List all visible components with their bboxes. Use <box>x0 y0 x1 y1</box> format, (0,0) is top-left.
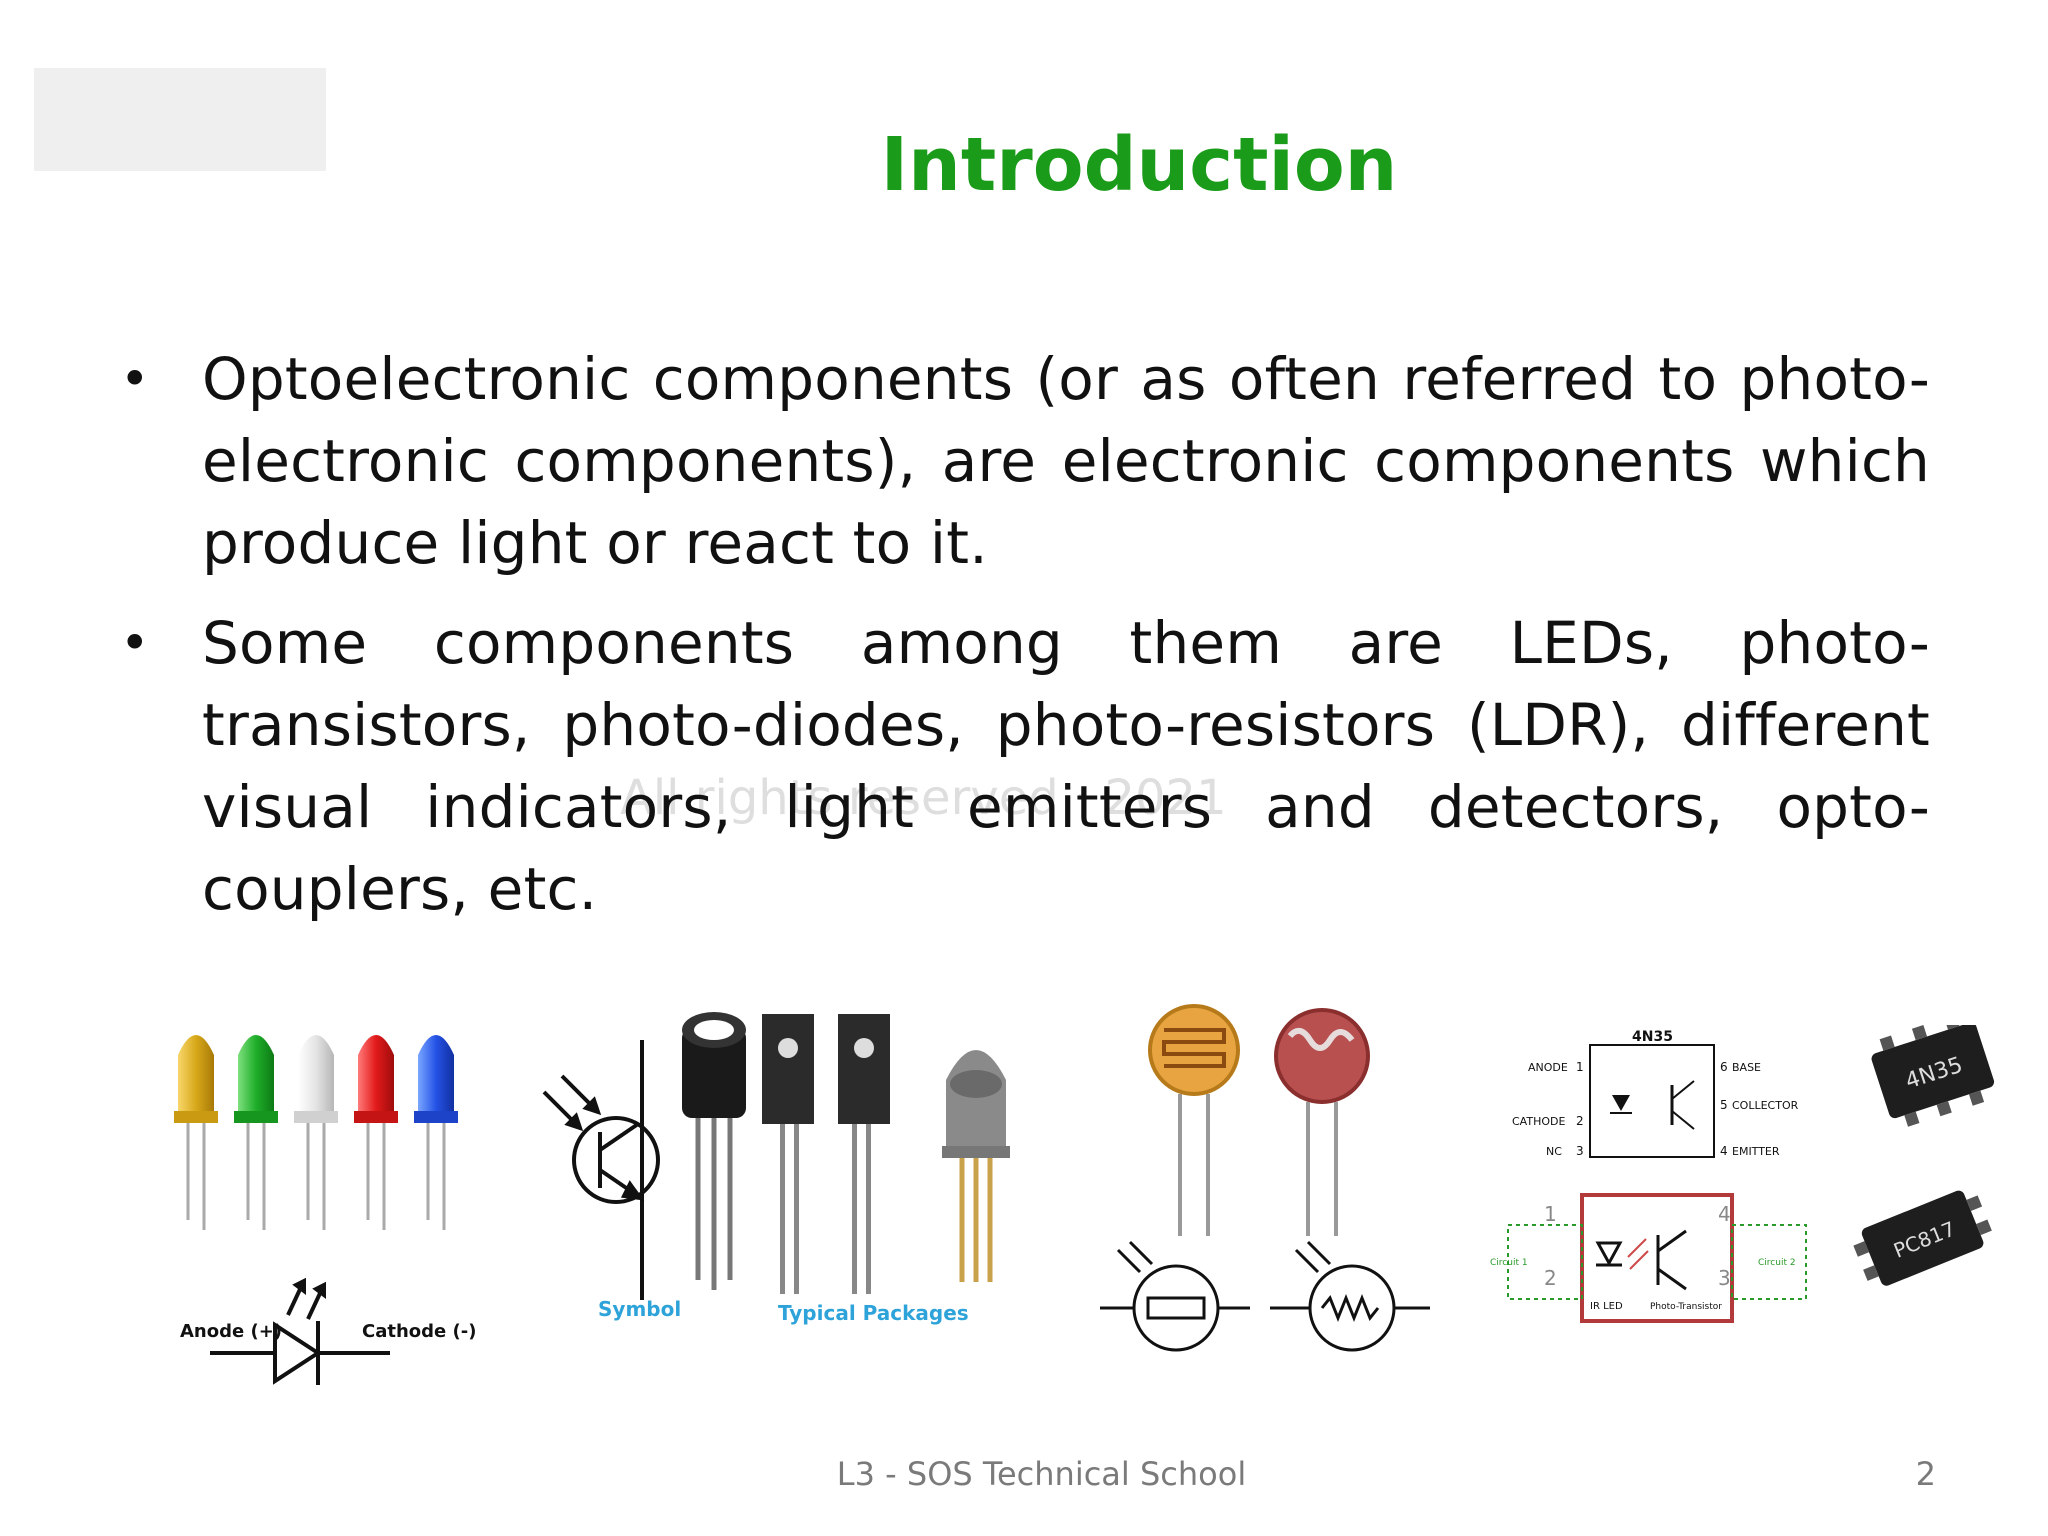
led-blue-icon <box>414 1035 458 1230</box>
led-anode-label: Anode (+) <box>180 1321 282 1342</box>
bullet-text: Optoelectronic components (or as often r… <box>202 345 1930 577</box>
pin-3-label: 3 <box>1576 1144 1584 1158</box>
phototransistor-symbol-icon <box>542 1040 660 1300</box>
pin-2-label: 2 <box>1576 1114 1584 1128</box>
slide-title: Introduction <box>880 122 1398 208</box>
metal-can-package-icon <box>942 1050 1010 1282</box>
circuit-pin-2: 2 <box>1544 1266 1557 1290</box>
led-green-icon <box>234 1035 278 1230</box>
footer-school: L3 - SOS Technical School <box>836 1455 1247 1493</box>
photo-transistor-label: Photo-Transistor <box>1650 1302 1722 1312</box>
led-red-icon <box>354 1035 398 1230</box>
pin-collector-label: COLLECTOR <box>1732 1099 1799 1112</box>
typical-packages-label: Typical Packages <box>778 1301 969 1325</box>
ldr-orange-icon <box>1148 1004 1240 1236</box>
bullet-list: • Optoelectronic components (or as often… <box>120 338 1930 948</box>
watermark: All rights reserved · 2021 <box>620 770 1227 826</box>
led-yellow-icon <box>174 1035 218 1230</box>
bullet-item: • Some components among them are LEDs, p… <box>120 602 1930 930</box>
4n35-chip-icon: 4N35 <box>1871 1025 1995 1127</box>
optocoupler-circuit-icon: 1 2 3 4 Circuit 1 Circuit 2 IR LED Photo… <box>1490 1193 1807 1323</box>
bullet-dot-icon: • <box>120 350 150 408</box>
pin-cathode-label: CATHODE <box>1512 1115 1565 1128</box>
circuit-pin-4: 4 <box>1718 1202 1731 1226</box>
phototransistor-figure: Symbol Typical Packages <box>542 1012 1010 1325</box>
bullet-text: Some components among them are LEDs, pho… <box>202 609 1930 923</box>
to220-package-icon <box>762 1014 890 1294</box>
pin-6-label: 6 <box>1720 1060 1728 1074</box>
pin-emitter-label: EMITTER <box>1732 1145 1780 1158</box>
bullet-item: • Optoelectronic components (or as often… <box>120 338 1930 584</box>
circuit-pin-3: 3 <box>1718 1266 1731 1290</box>
led-symbol-icon <box>210 1277 390 1385</box>
led-white-icon <box>294 1035 338 1230</box>
circuit-pin-1: 1 <box>1544 1202 1557 1226</box>
optocoupler-figure: 4N35 ANODE 1 CATHODE 2 NC 3 6 BASE 5 COL… <box>1490 1025 1995 1323</box>
pin-4-label: 4 <box>1720 1144 1728 1158</box>
ldr-figure <box>1100 1004 1430 1352</box>
logo-placeholder <box>34 68 326 171</box>
bullet-dot-icon: • <box>120 614 150 672</box>
pin-5-label: 5 <box>1720 1098 1728 1112</box>
circuit-1-label: Circuit 1 <box>1490 1258 1528 1268</box>
pin-anode-label: ANODE <box>1528 1061 1568 1074</box>
led-figure: Anode (+) Cathode (-) <box>174 1035 476 1385</box>
pc817-chip-icon: PC817 <box>1853 1190 1992 1286</box>
pin-nc-label: NC <box>1546 1145 1562 1158</box>
led-cathode-label: Cathode (-) <box>362 1321 476 1342</box>
ldr-red-icon <box>1274 1008 1370 1236</box>
pin-1-label: 1 <box>1576 1060 1584 1074</box>
to18-package-icon <box>682 1012 746 1290</box>
circuit-2-label: Circuit 2 <box>1758 1258 1796 1268</box>
page-number: 2 <box>1915 1455 1936 1493</box>
symbol-label: Symbol <box>598 1297 681 1321</box>
ldr-symbol-zigzag-icon <box>1270 1240 1430 1352</box>
pin-base-label: BASE <box>1732 1061 1761 1074</box>
pinout-chip-name: 4N35 <box>1632 1029 1673 1045</box>
optocoupler-pinout-icon: 4N35 ANODE 1 CATHODE 2 NC 3 6 BASE 5 COL… <box>1512 1029 1799 1158</box>
ir-led-label: IR LED <box>1590 1301 1623 1312</box>
ldr-symbol-box-icon <box>1100 1240 1250 1352</box>
